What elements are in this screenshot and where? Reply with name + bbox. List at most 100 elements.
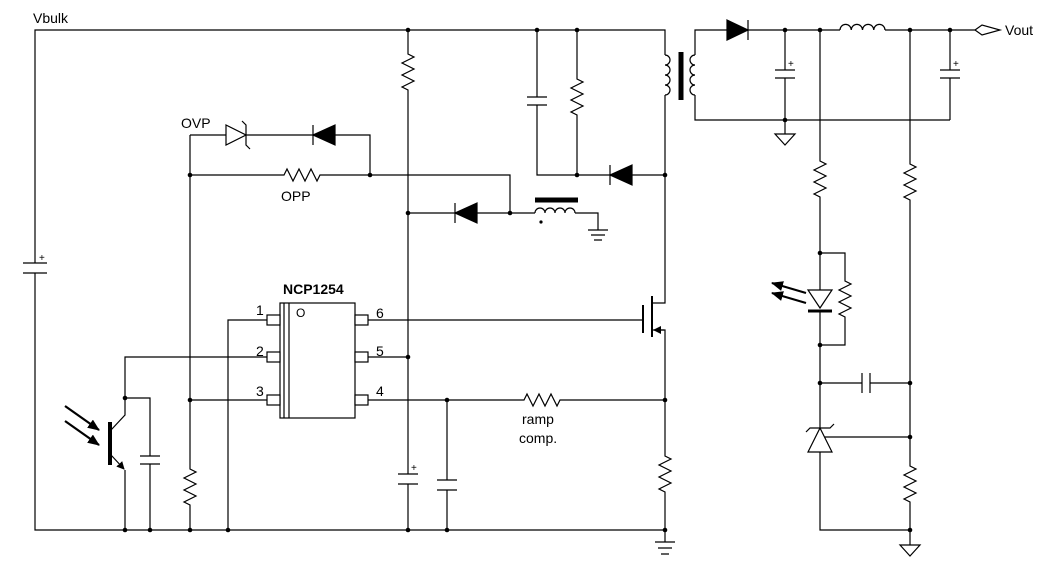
controller-pin-5	[354, 351, 369, 363]
controller-pin-3	[266, 394, 281, 406]
vcc-diode	[453, 202, 478, 224]
pin-number-3: 3	[256, 383, 264, 399]
output-capacitor	[775, 69, 795, 79]
ground-symbol	[655, 541, 675, 555]
controller-body	[279, 302, 356, 419]
led-bias-resistor	[838, 276, 852, 322]
ovp-opp-branch-wire	[189, 134, 511, 530]
junction-dot	[225, 527, 231, 533]
light-arrow-icon	[64, 420, 100, 446]
junction-dot	[574, 172, 580, 178]
junction-dot	[147, 527, 153, 533]
ramp-filter-capacitor	[437, 479, 457, 491]
pin-number-2: 2	[256, 343, 264, 359]
vout-label: Vout	[1005, 22, 1033, 38]
junction-dot	[782, 27, 788, 33]
junction-dot	[187, 527, 193, 533]
primary-return-wire	[34, 273, 665, 531]
transformer-secondary-winding	[689, 54, 696, 96]
junction-dot	[817, 342, 823, 348]
upper-divider-resistor	[903, 159, 917, 205]
ramp-comp-label-line2: comp.	[519, 430, 557, 446]
junction-dot	[122, 395, 128, 401]
junction-dot	[405, 27, 411, 33]
junction-dot	[507, 210, 513, 216]
controller-ic	[266, 302, 369, 419]
pin-number-4: 4	[376, 383, 384, 399]
opp-resistor	[279, 168, 325, 182]
ovp-zener-bar	[241, 120, 251, 150]
junction-dot	[405, 354, 411, 360]
junction-dot	[574, 27, 580, 33]
junction-dot	[817, 27, 823, 33]
junction-dot	[662, 172, 668, 178]
output-inductor	[839, 23, 886, 31]
primary-drain-wire	[652, 95, 666, 304]
controller-pin-2	[266, 351, 281, 363]
light-arrow-icon	[64, 405, 100, 431]
rcd-clamp-capacitor	[527, 96, 547, 106]
current-sense-resistor	[658, 451, 672, 497]
junction-dot	[817, 380, 823, 386]
bulk-capacitor	[23, 262, 47, 274]
tl431-shunt-regulator	[807, 426, 833, 453]
junction-dot	[907, 380, 913, 386]
compensation-capacitor	[861, 373, 871, 393]
led-series-resistor	[813, 156, 827, 202]
junction-dots	[122, 27, 953, 533]
junction-dot	[817, 250, 823, 256]
controller-pin-6	[354, 314, 369, 326]
vout-arrow	[973, 24, 1003, 36]
feedback-capacitor	[140, 455, 160, 465]
controller-pin-1	[266, 314, 281, 326]
rcd-clamp-wire	[536, 30, 665, 176]
junction-dot	[405, 527, 411, 533]
junction-dot	[662, 527, 668, 533]
post-filter-capacitor	[940, 69, 960, 79]
clamp-diode	[608, 164, 633, 186]
ramp-comp-resistor	[519, 393, 565, 407]
controller-part-number: NCP1254	[283, 281, 344, 297]
junction-dot	[907, 434, 913, 440]
light-emission-arrow-icon	[771, 291, 807, 305]
aux-winding	[534, 207, 576, 214]
transformer-primary-winding	[664, 54, 671, 96]
pin-number-5: 5	[376, 343, 384, 359]
junction-dot	[187, 172, 193, 178]
junction-dot	[444, 397, 450, 403]
output-capacitor-polarity: +	[788, 59, 794, 70]
light-emission-arrow-icon	[771, 281, 807, 295]
pin-number-1: 1	[256, 302, 264, 318]
junction-dot	[662, 397, 668, 403]
bulk-capacitor-polarity: +	[39, 253, 45, 264]
controller-pin-4	[354, 394, 369, 406]
junction-dot	[122, 527, 128, 533]
junction-dot	[405, 210, 411, 216]
controller-pin1-marker: O	[296, 306, 305, 320]
ground-symbol	[773, 133, 797, 146]
ground-symbol	[898, 544, 922, 557]
ground-symbol	[588, 229, 608, 241]
pin1-wire	[227, 319, 267, 530]
junction-dot	[782, 117, 788, 123]
vbulk-label: Vbulk	[33, 10, 69, 26]
aux-winding-phase-dot	[539, 220, 543, 224]
post-filter-capacitor-polarity: +	[953, 59, 959, 70]
ovp-zener-diode	[225, 124, 248, 146]
ovp-label: OVP	[181, 115, 211, 131]
rcd-clamp-resistor	[570, 74, 584, 120]
secondary-wire	[694, 29, 975, 134]
junction-dot	[444, 527, 450, 533]
ramp-comp-label-line1: ramp	[522, 411, 554, 427]
junction-dot	[534, 27, 540, 33]
phototransistor-emitter-arrow	[110, 454, 125, 470]
output-rectifier-diode	[726, 19, 750, 41]
feedback-network-wire	[819, 30, 911, 545]
vbulk-rail-wire	[34, 29, 666, 263]
junction-dot	[187, 397, 193, 403]
aux-winding-wire	[408, 212, 599, 230]
junction-dot	[907, 27, 913, 33]
vcc-capacitor-polarity: +	[411, 463, 417, 474]
pin4-ramp-wire	[368, 399, 665, 530]
